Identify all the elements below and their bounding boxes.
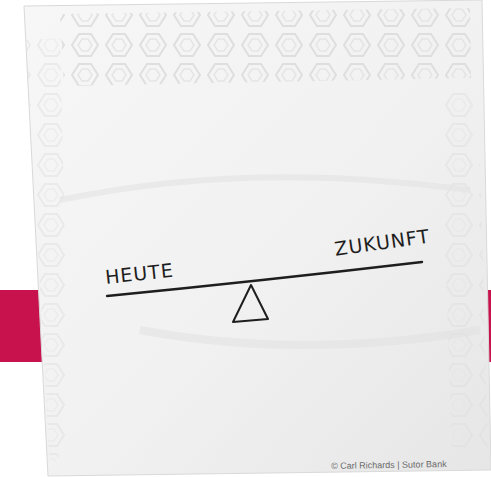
embossed-border	[440, 88, 488, 452]
embossed-border	[26, 38, 70, 470]
copyright-note: © Carl Richards | Sutor Bank	[331, 459, 447, 471]
napkin-fold	[140, 330, 480, 345]
napkin-fold	[60, 177, 470, 200]
embossed-border	[60, 8, 471, 86]
napkin	[24, 0, 491, 476]
seesaw-fulcrum	[233, 285, 268, 322]
